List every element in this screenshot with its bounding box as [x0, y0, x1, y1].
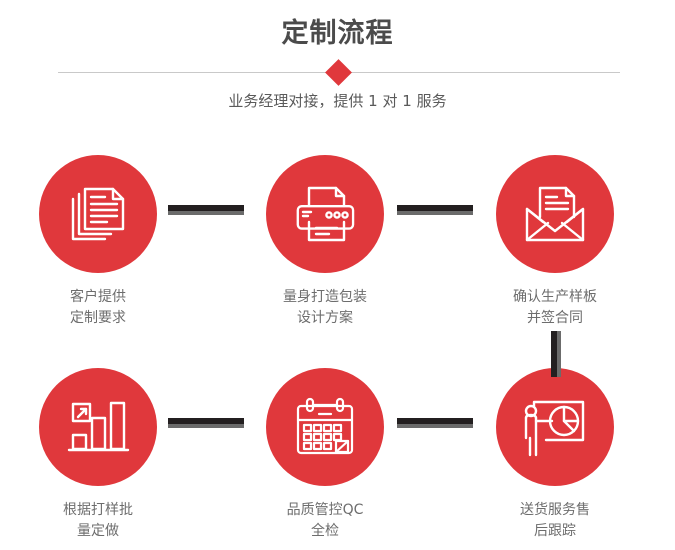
connector-shadow — [168, 211, 244, 215]
flow-step-5-label: 品质管控QC 全检 — [286, 502, 364, 539]
connector-bar — [551, 331, 557, 377]
connector-shadow — [397, 211, 473, 215]
calendar-icon — [292, 394, 358, 460]
connector-shadow — [397, 424, 473, 428]
connector-step3-step6 — [551, 331, 561, 377]
flow-step-1-circle — [39, 155, 157, 273]
flow-step-5-circle — [266, 368, 384, 486]
diamond-icon — [325, 59, 352, 86]
presentation-pie-chart-icon — [522, 394, 588, 460]
flow-step-3: 确认生产样板 并签合同 — [465, 155, 645, 329]
flow-step-6: 送货服务售 后跟踪 — [465, 368, 645, 542]
connector-step1-step2 — [168, 205, 244, 215]
connector-shadow — [168, 424, 244, 428]
flow-step-2: 量身打造包装 设计方案 — [235, 155, 415, 329]
header-divider — [58, 59, 620, 86]
flow-step-1-label: 客户提供 定制要求 — [70, 289, 126, 326]
page-header: 定制流程 业务经理对接，提供 1 对 1 服务 — [0, 0, 675, 130]
connector-bar — [397, 205, 473, 211]
process-flow-diagram: 客户提供 定制要求 量身打造包装 设计方案 — [0, 130, 675, 550]
flow-step-6-circle — [496, 368, 614, 486]
page-subtitle: 业务经理对接，提供 1 对 1 服务 — [228, 92, 447, 110]
flow-step-4-label: 根据打样批 量定做 — [63, 502, 133, 539]
documents-stack-icon — [65, 181, 131, 247]
flow-step-3-label: 确认生产样板 并签合同 — [513, 289, 597, 326]
connector-bar — [168, 418, 244, 424]
printer-icon — [292, 181, 358, 247]
envelope-document-icon — [522, 181, 588, 247]
flow-step-6-label: 送货服务售 后跟踪 — [520, 502, 590, 539]
connector-bar — [168, 205, 244, 211]
flow-step-5: 品质管控QC 全检 — [235, 368, 415, 542]
flow-step-1: 客户提供 定制要求 — [8, 155, 188, 329]
connector-step5-step6 — [397, 418, 473, 428]
connector-bar — [397, 418, 473, 424]
connector-step4-step5 — [168, 418, 244, 428]
flow-step-2-label: 量身打造包装 设计方案 — [283, 289, 367, 326]
flow-step-3-circle — [496, 155, 614, 273]
flow-step-4-circle — [39, 368, 157, 486]
flow-step-2-circle — [266, 155, 384, 273]
page-title: 定制流程 — [281, 18, 394, 49]
connector-step2-step3 — [397, 205, 473, 215]
bar-chart-growth-icon — [65, 394, 131, 460]
connector-shadow — [557, 331, 561, 377]
flow-step-4: 根据打样批 量定做 — [8, 368, 188, 542]
